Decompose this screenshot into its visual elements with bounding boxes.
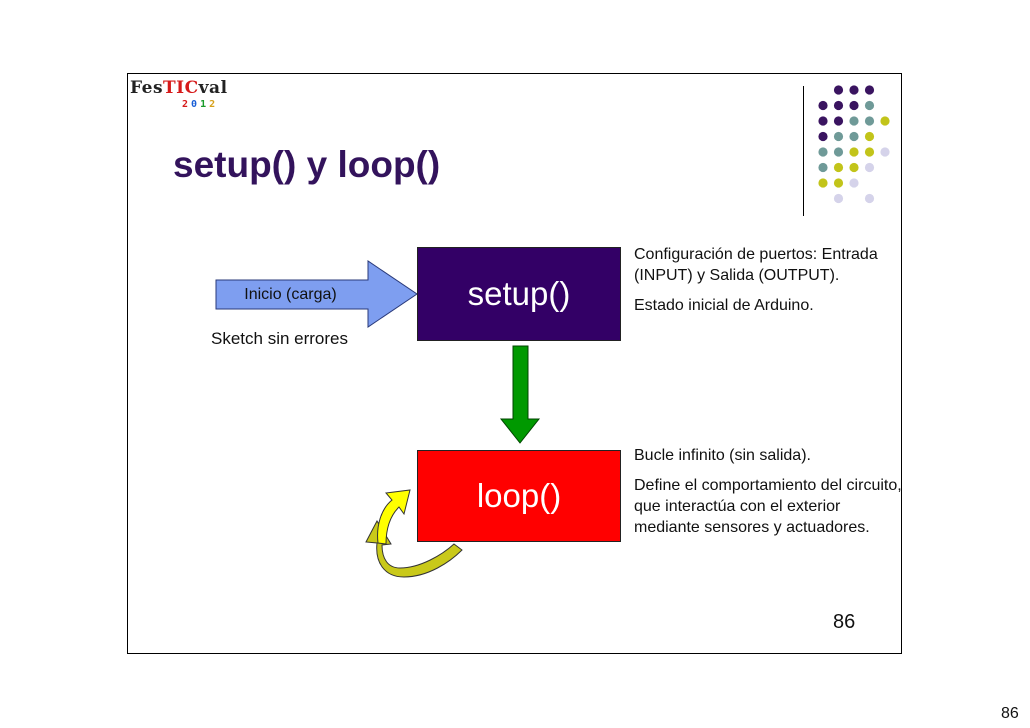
slide-title: setup() y loop() [173,144,441,185]
setup-description: Configuración de puertos: Entrada (INPUT… [634,244,902,325]
slide-page-number: 86 [833,611,856,633]
loop-arrow-front [377,489,411,545]
slide: FesTICval 2012 setup() y loop() Inicio (… [127,73,902,654]
loop-desc-infinite: Bucle infinito (sin salida). [634,447,811,464]
diagram-shapes [215,260,541,578]
setup-box: setup() [417,247,621,341]
loop-desc-behavior: Define el comportamiento del circuito, q… [634,477,902,536]
logo-wordmark: FesTICval [130,78,228,98]
down-arrow [499,345,541,444]
setup-desc-state: Estado inicial de Arduino. [634,297,814,314]
setup-desc-ports: Configuración de puertos: Entrada (INPUT… [634,246,878,284]
document-page-number: 86 [1001,705,1019,722]
logo-year: 2012 [182,99,219,110]
loop-description: Bucle infinito (sin salida). Define el c… [634,445,902,547]
vertical-divider [803,86,804,216]
start-caption: Sketch sin errores [211,329,348,348]
loop-box: loop() [417,450,621,542]
start-arrow-label: Inicio (carga) [244,286,337,303]
loop-return-arrow [365,519,463,578]
start-arrow [215,260,418,328]
festicval-logo: FesTICval 2012 [130,78,240,118]
